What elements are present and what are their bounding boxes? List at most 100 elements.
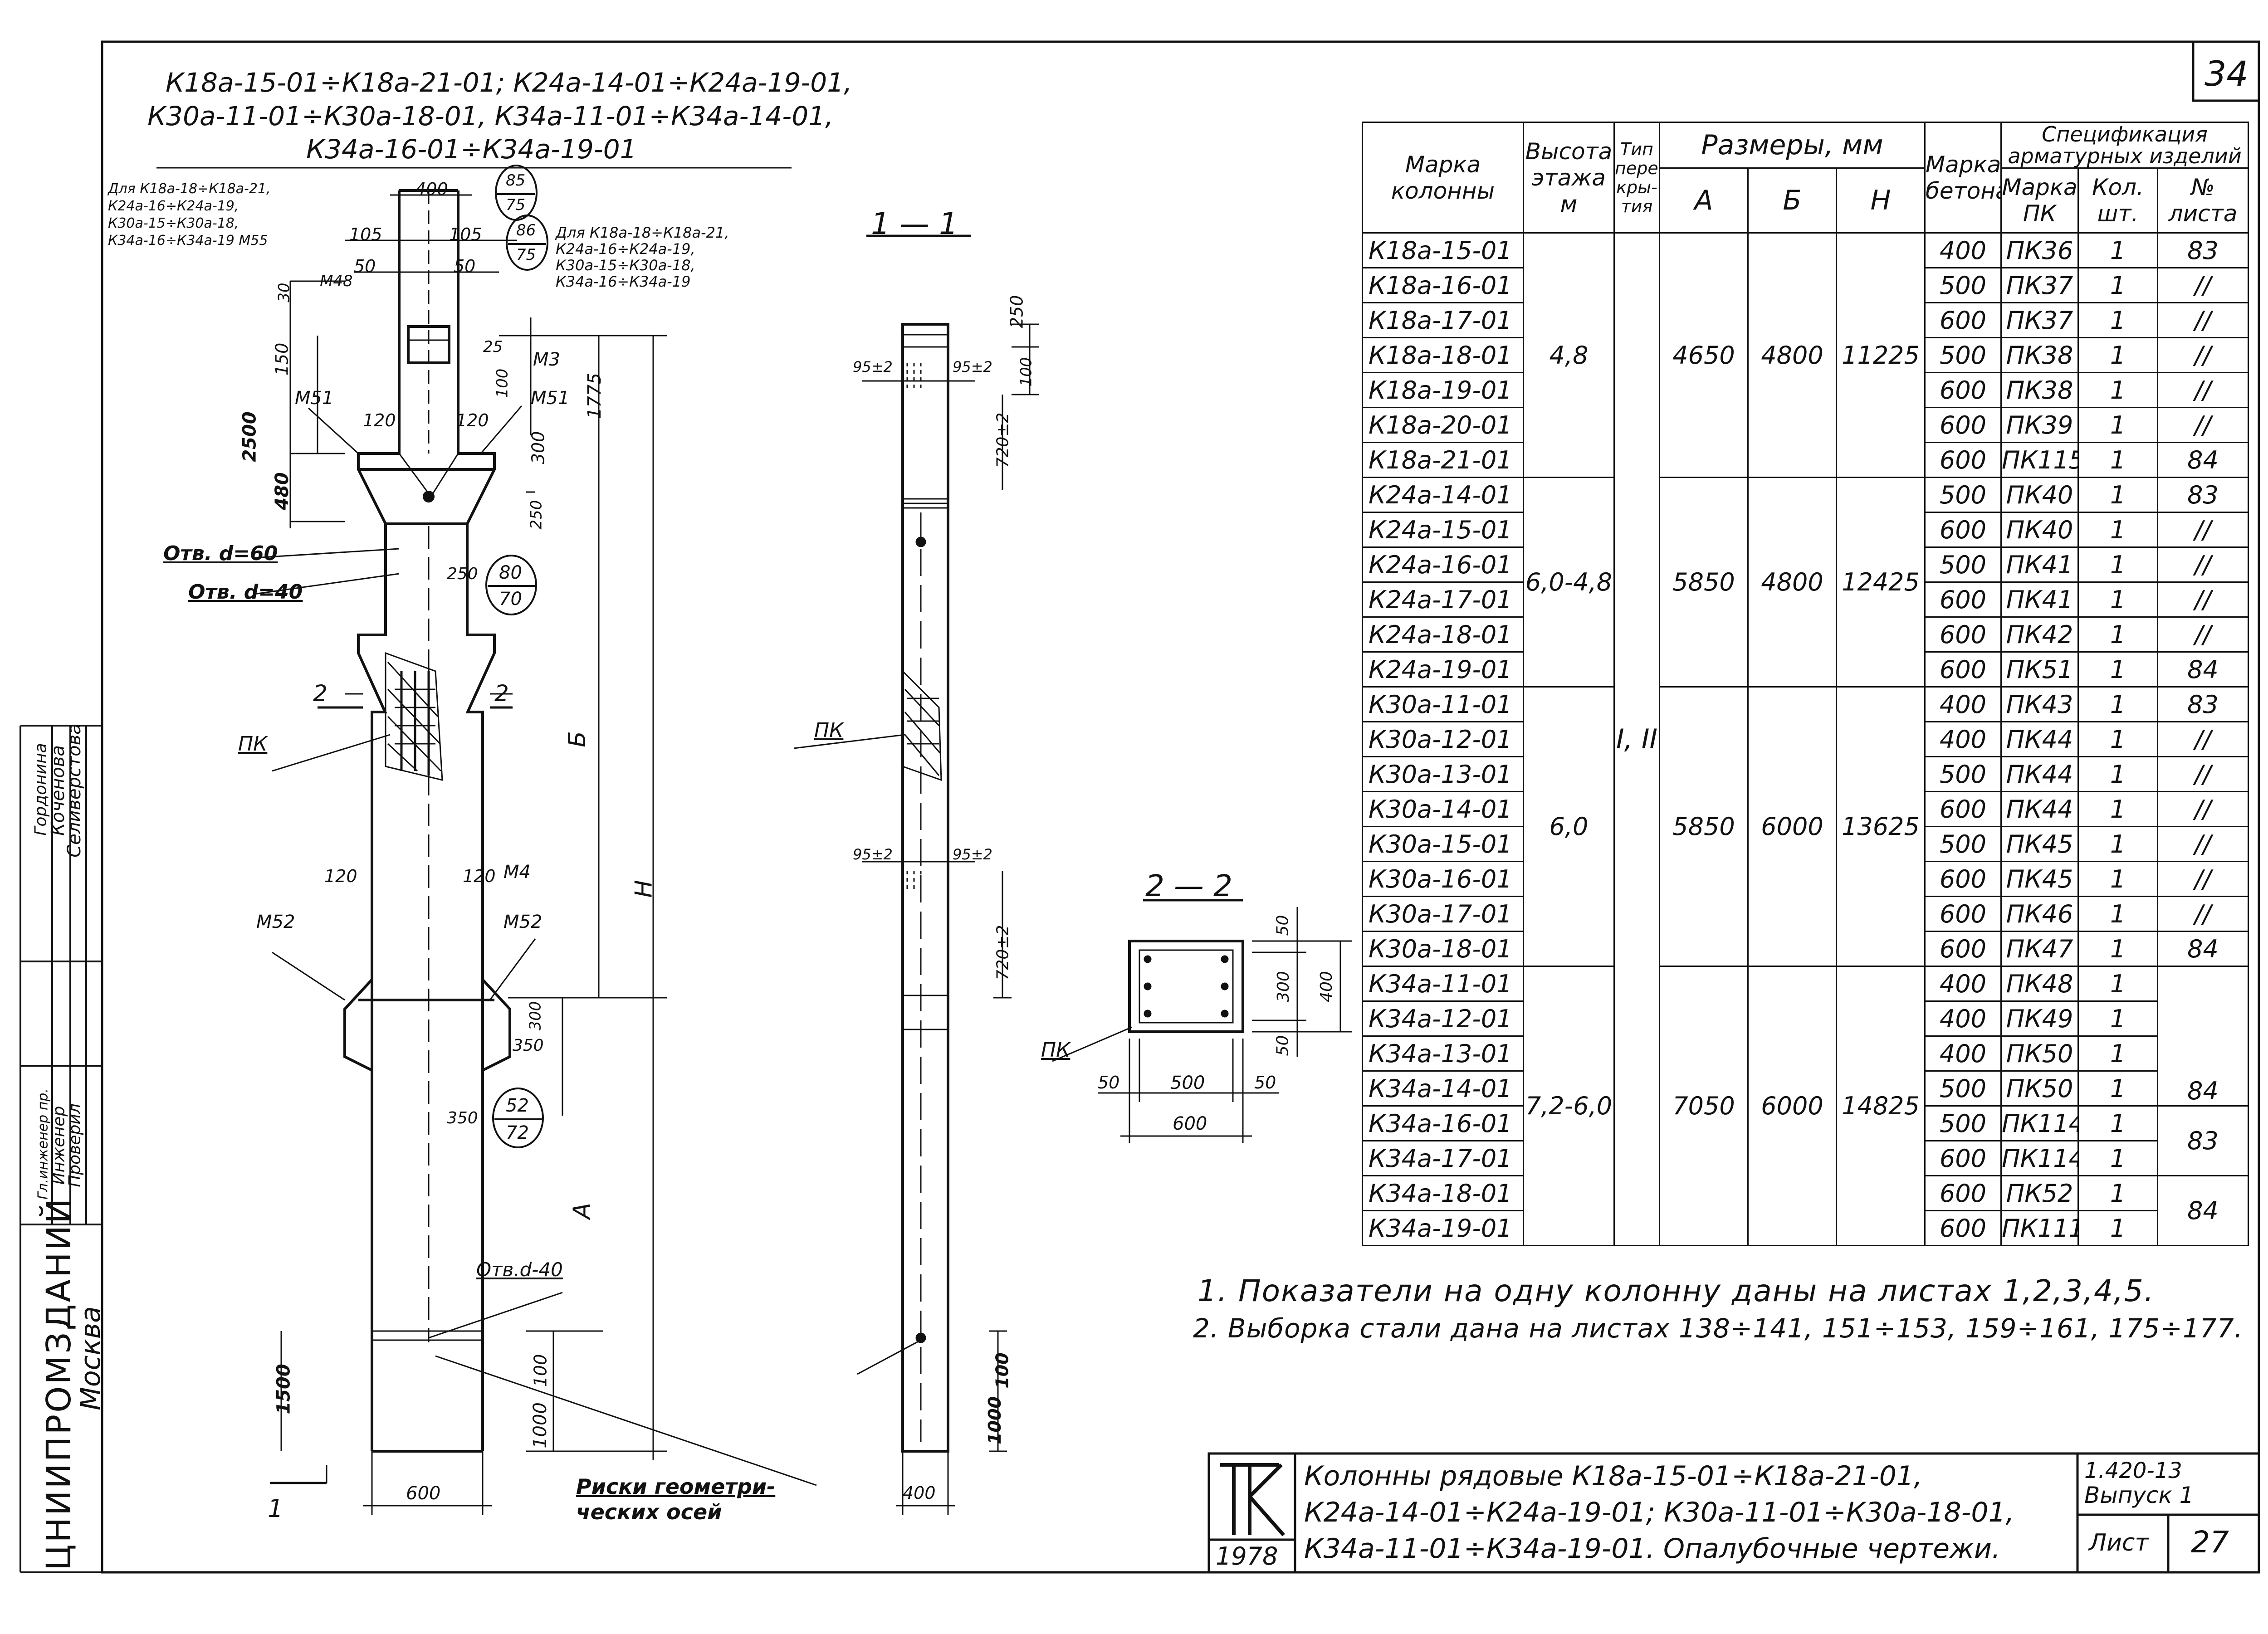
cell-concrete: 600 — [1924, 442, 2002, 478]
cell-qty: 1 — [2077, 1035, 2159, 1072]
cell-sheet: // — [2157, 896, 2249, 932]
cell-sheet: 84 — [2157, 966, 2249, 1107]
dim-25: 25 — [483, 338, 503, 356]
cell-height: 6,0-4,8 — [1523, 477, 1615, 688]
note-left-4: К34а-16÷К34а-19 М55 — [108, 233, 268, 249]
dim-50-left: 50 — [354, 256, 376, 276]
title-issue: Выпуск 1 — [2084, 1482, 2194, 1508]
label-hole-40-bottom: Отв.d-40 — [476, 1258, 563, 1281]
cell-dim-h: 13625 — [1835, 686, 1926, 967]
cell-mark: К34а-17-01 — [1362, 1140, 1524, 1176]
label-hole-60: Отв. d=60 — [163, 542, 278, 565]
cell-dim-h: 11225 — [1835, 232, 1926, 478]
cell-concrete: 500 — [1924, 546, 2002, 583]
title-block-year: 1978 — [1216, 1542, 1278, 1571]
cell-concrete: 600 — [1924, 407, 2002, 443]
cell-qty: 1 — [2077, 896, 2159, 932]
cell-qty: 1 — [2077, 721, 2159, 757]
section-2-2-title: 2 — 2 — [1145, 868, 1232, 903]
s11-dim-400: 400 — [903, 1483, 936, 1503]
s11-dim-95-a: 95±2 — [853, 358, 893, 376]
stamp-role-1: Гл.инженер пр. — [35, 1088, 51, 1200]
cell-sheet: // — [2157, 337, 2249, 373]
cell-qty: 1 — [2077, 302, 2159, 338]
cell-pk: ПК50 — [2000, 1070, 2079, 1107]
cell-qty: 1 — [2077, 232, 2159, 268]
cell-mark: К24а-16-01 — [1362, 546, 1524, 583]
cell-mark: К30а-14-01 — [1362, 791, 1524, 827]
title-series: 1.420-13 — [2084, 1458, 2182, 1483]
cell-sheet: 84 — [2157, 651, 2249, 688]
label-pk: ПК — [238, 732, 268, 756]
cell-cover-type: I, II — [1613, 232, 1660, 1246]
sheet-number-top: 34 — [2204, 54, 2248, 94]
cell-mark: К24а-19-01 — [1362, 651, 1524, 688]
cell-dim-a: 5850 — [1659, 477, 1749, 688]
label-m3: М3 — [533, 349, 560, 370]
cell-dim-b: 4800 — [1747, 477, 1837, 688]
note-right-4: К34а-16÷К34а-19 — [556, 273, 691, 290]
cell-qty: 1 — [2077, 966, 2159, 1002]
cell-sheet: // — [2157, 861, 2249, 897]
cell-sheet: // — [2157, 407, 2249, 443]
cell-pk: ПК37 — [2000, 302, 2079, 338]
dim-top-width: 400 — [415, 179, 448, 199]
title-line-1: Колонны рядовые К18а-15-01÷К18а-21-01, — [1304, 1460, 1923, 1492]
fraction-1-bottom: 75 — [506, 196, 526, 214]
s11-dim-95-d: 95±2 — [953, 846, 992, 863]
cell-qty: 1 — [2077, 826, 2159, 862]
cell-qty: 1 — [2077, 1140, 2159, 1176]
cell-concrete: 600 — [1924, 581, 2002, 618]
cell-pk: ПК44 — [2000, 791, 2079, 827]
label-hole-40: Отв. d=40 — [188, 580, 303, 604]
cell-mark: К34а-16-01 — [1362, 1105, 1524, 1141]
dim-120-b: 120 — [456, 410, 489, 430]
cell-sheet: // — [2157, 581, 2249, 618]
cell-mark: К34а-12-01 — [1362, 1000, 1524, 1037]
label-m48: М48 — [320, 272, 353, 290]
section-mark-2-left: 2 — [313, 680, 327, 707]
cell-concrete: 600 — [1924, 1140, 2002, 1176]
cell-pk: ПК43 — [2000, 686, 2079, 722]
cell-sheet: // — [2157, 267, 2249, 303]
title-line-3: К34а-11-01÷К34а-19-01. Опалубочные черте… — [1304, 1533, 2001, 1565]
cell-concrete: 600 — [1924, 931, 2002, 967]
cell-mark: К18а-20-01 — [1362, 407, 1524, 443]
note-right-3: К30а-15÷К30а-18, — [556, 257, 695, 274]
cell-pk: ПК44 — [2000, 756, 2079, 792]
cell-sheet: // — [2157, 756, 2249, 792]
cell-concrete: 600 — [1924, 896, 2002, 932]
cell-pk: ПК41 — [2000, 581, 2079, 618]
axes-note-line-2: ческих осей — [576, 1500, 722, 1524]
cell-pk: ПК45 — [2000, 861, 2079, 897]
stamp-name-3: Селиверстова — [64, 723, 85, 858]
th-height: Высота этажа м — [1523, 122, 1615, 234]
cell-pk: ПК37 — [2000, 267, 2079, 303]
label-m51-right: М51 — [531, 388, 570, 409]
cell-pk: ПК114 — [2000, 1105, 2079, 1141]
title-sheet-label: Лист — [2089, 1529, 2149, 1556]
cell-qty: 1 — [2077, 546, 2159, 583]
cell-qty: 1 — [2077, 756, 2159, 792]
cell-mark: К24а-15-01 — [1362, 512, 1524, 548]
cell-pk: ПК50 — [2000, 1035, 2079, 1072]
dim-105-left: 105 — [349, 224, 382, 244]
cell-concrete: 600 — [1924, 861, 2002, 897]
cell-qty: 1 — [2077, 1070, 2159, 1107]
cell-sheet: 84 — [2157, 442, 2249, 478]
cell-pk: ПК44 — [2000, 721, 2079, 757]
cell-qty: 1 — [2077, 442, 2159, 478]
th-mark: Марка колонны — [1362, 122, 1524, 234]
s22-pk: ПК — [1041, 1039, 1070, 1062]
th-pk: Марка ПК — [2000, 167, 2079, 234]
